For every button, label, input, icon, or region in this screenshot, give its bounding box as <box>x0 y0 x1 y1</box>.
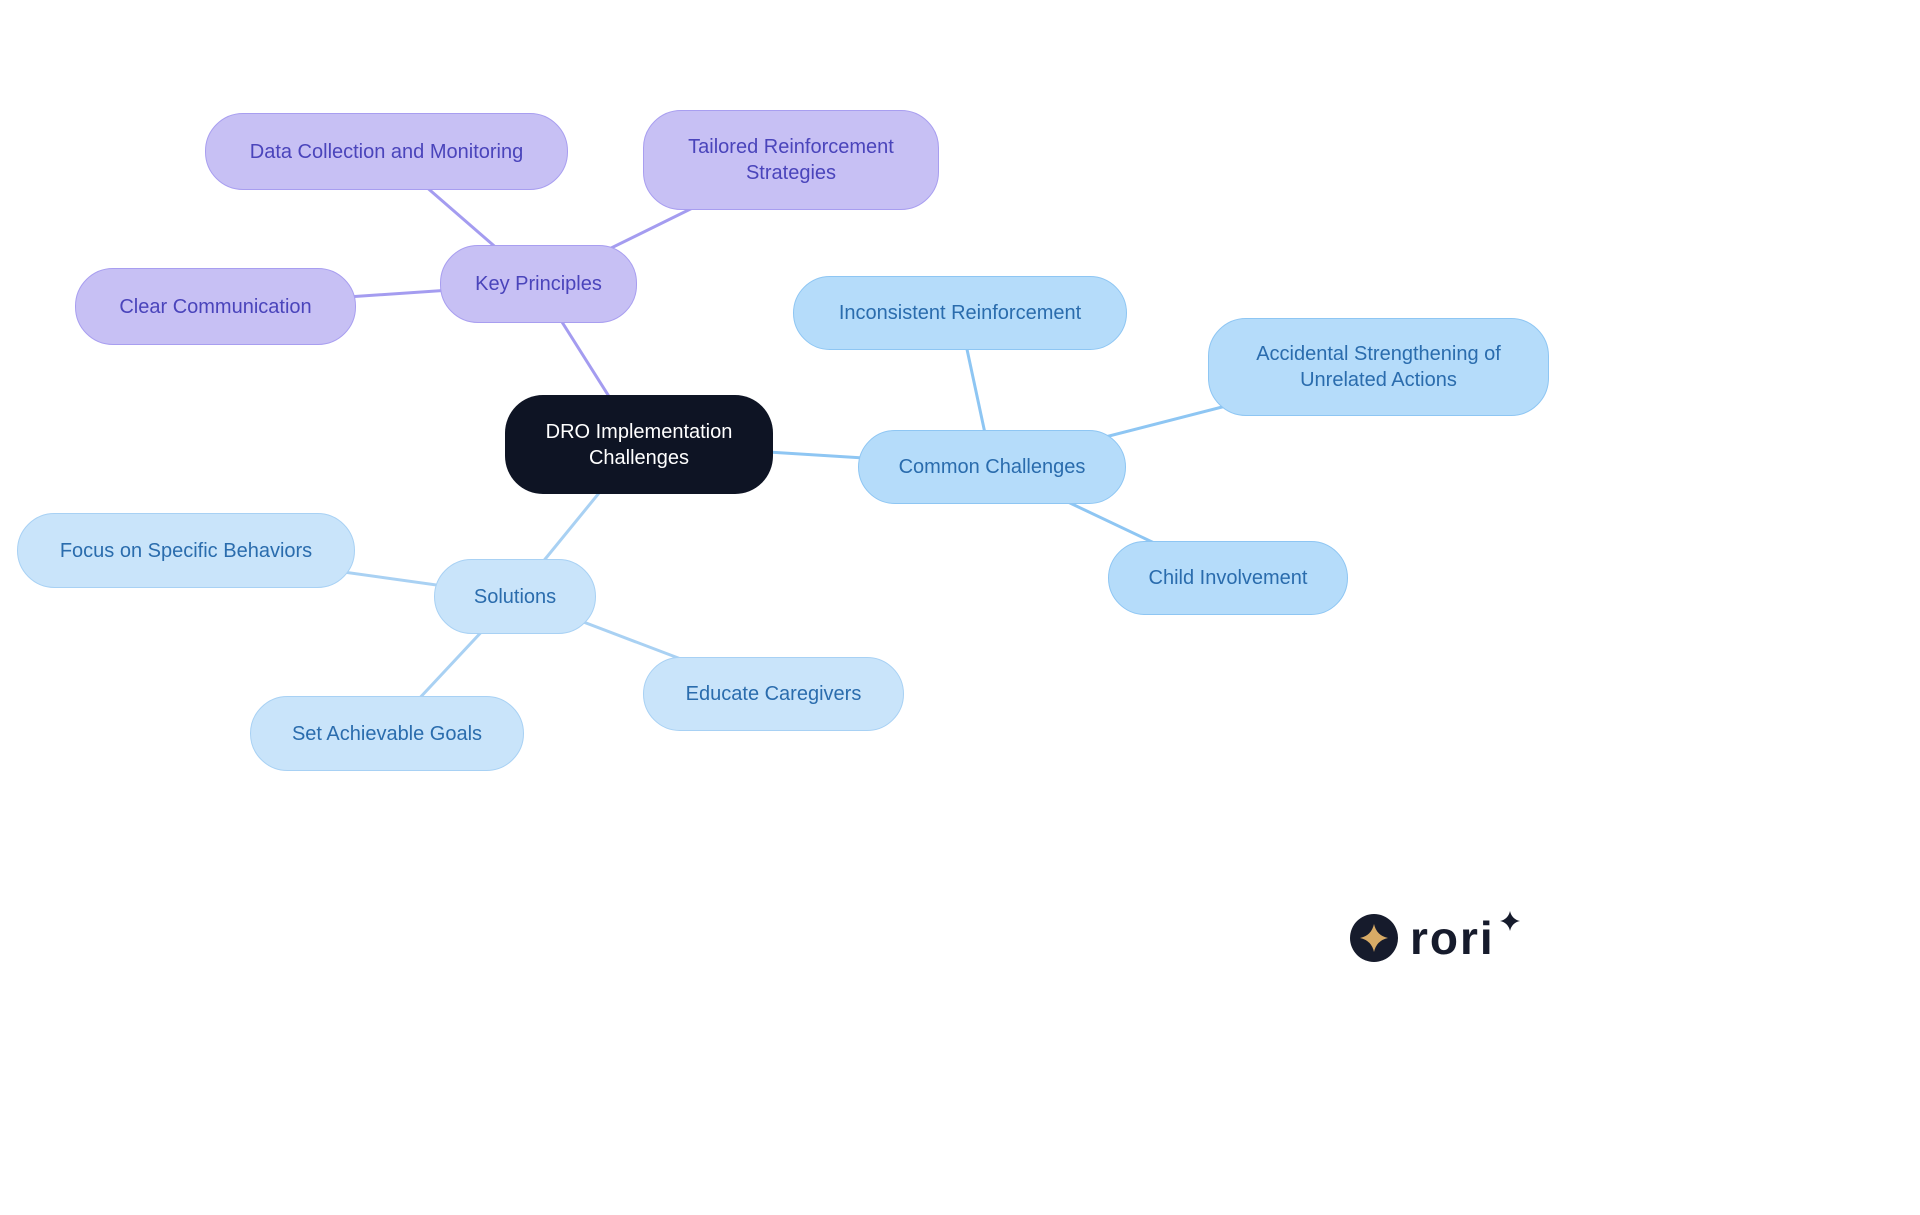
node-data-collection-label: Data Collection and Monitoring <box>249 140 524 163</box>
node-center-label: DRO Implementation Challenges <box>545 420 733 469</box>
node-educate-caregivers[interactable]: Educate Caregivers <box>643 657 904 731</box>
node-common-challenges-label: Common Challenges <box>898 456 1086 478</box>
node-accidental-strengthening[interactable]: Accidental Strengthening of Unrelated Ac… <box>1208 318 1549 416</box>
node-solutions[interactable]: Solutions <box>434 559 596 634</box>
node-child-involvement[interactable]: Child Involvement <box>1108 541 1348 615</box>
node-key-principles-label: Key Principles <box>475 273 602 295</box>
node-educate-caregivers-label: Educate Caregivers <box>685 683 862 705</box>
rori-logo-icon <box>1350 914 1398 962</box>
node-clear-communication-label: Clear Communication <box>119 295 312 318</box>
node-solutions-label: Solutions <box>473 585 557 608</box>
node-tailored-reinforcement-label: Tailored Reinforcement Strategies <box>688 136 894 184</box>
node-focus-on-specific-behaviors[interactable]: Focus on Specific Behaviors <box>17 513 355 588</box>
node-clear-communication[interactable]: Clear Communication <box>75 268 356 345</box>
node-child-involvement-label: Child Involvement <box>1148 567 1308 589</box>
rori-logo: rori <box>1348 911 1521 964</box>
node-inconsistent-reinforcement-label: Inconsistent Reinforcement <box>838 302 1082 324</box>
node-set-achievable-goals[interactable]: Set Achievable Goals <box>250 696 524 771</box>
rori-logo-text: rori <box>1410 912 1495 964</box>
node-inconsistent-reinforcement[interactable]: Inconsistent Reinforcement <box>793 276 1127 350</box>
node-focus-specific-behaviors-label: Focus on Specific Behaviors <box>59 539 313 562</box>
node-set-achievable-goals-label: Set Achievable Goals <box>291 722 483 745</box>
node-accidental-strengthening-label: Accidental Strengthening of Unrelated Ac… <box>1256 343 1501 391</box>
rori-logo-sparkle-icon <box>1499 911 1520 931</box>
node-common-challenges[interactable]: Common Challenges <box>858 430 1126 504</box>
node-data-collection-and-monitoring[interactable]: Data Collection and Monitoring <box>205 113 568 190</box>
node-tailored-reinforcement-strategies[interactable]: Tailored Reinforcement Strategies <box>643 110 939 210</box>
node-key-principles[interactable]: Key Principles <box>440 245 637 323</box>
node-center[interactable]: DRO Implementation Challenges <box>505 395 773 494</box>
